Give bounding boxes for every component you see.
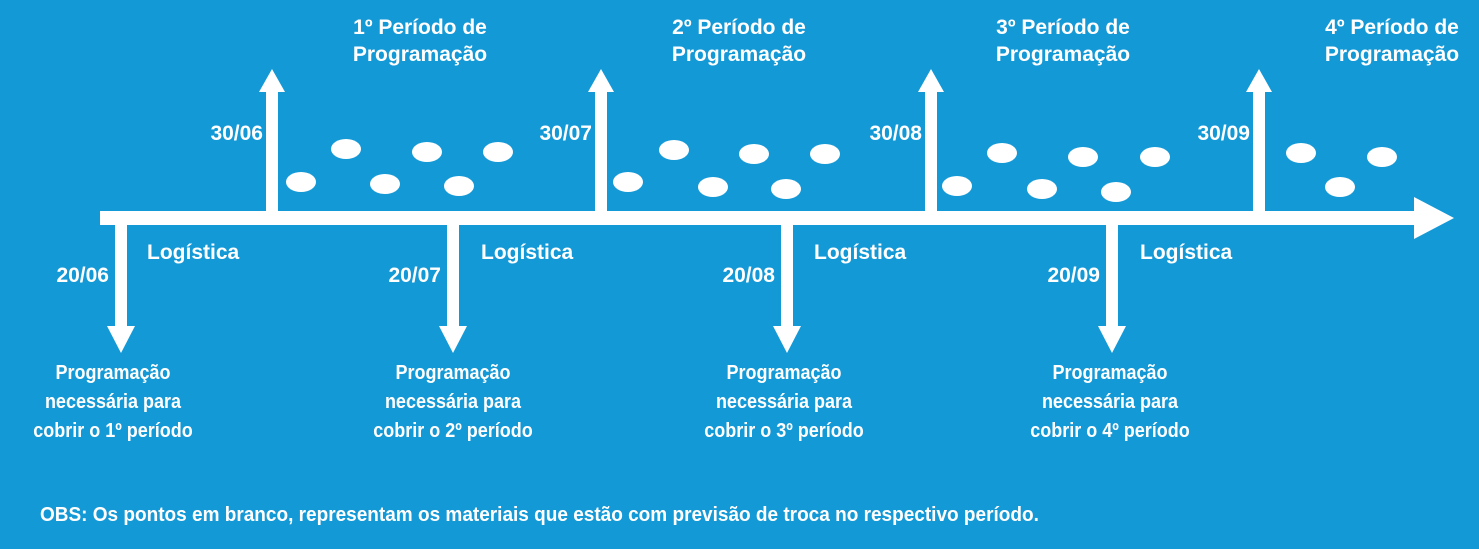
material-dot [412, 142, 442, 162]
period-title-line1: 4º Período de [1325, 16, 1459, 39]
need-label-line2: necessária para [1041, 391, 1179, 413]
period-start-arrow-1 [258, 69, 286, 225]
down-arrowhead-icon [773, 326, 801, 353]
arrow-shaft [447, 225, 459, 327]
period-title-line1: 2º Período de [672, 16, 806, 39]
timeline-arrowhead-icon [1414, 197, 1454, 239]
period-title-2: 2º Período de Programação [629, 14, 849, 68]
need-date-3: 20/08 [722, 264, 775, 287]
period-title-line1: 1º Período de [353, 16, 487, 39]
material-dot [1325, 177, 1355, 197]
need-label-4: Programação necessária para cobrir o 4º … [1002, 359, 1218, 446]
material-dot [483, 142, 513, 162]
need-label-line3: cobrir o 3º período [704, 420, 864, 442]
material-dot [771, 179, 801, 199]
need-label-2: Programação necessária para cobrir o 2º … [345, 359, 561, 446]
period-title-line2: Programação [995, 43, 1131, 66]
arrow-shaft [266, 91, 278, 225]
period-start-date-2: 30/07 [539, 122, 592, 145]
logistics-label-4: Logística [1140, 241, 1233, 264]
period-start-arrow-4 [1245, 69, 1273, 225]
material-dot [659, 140, 689, 160]
material-dot [1068, 147, 1098, 167]
need-label-line1: Programação [395, 362, 511, 384]
need-label-line2: necessária para [715, 391, 853, 413]
need-label-line2: necessária para [44, 391, 182, 413]
period-title-line2: Programação [671, 43, 807, 66]
need-date-1: 20/06 [56, 264, 109, 287]
need-label-3: Programação necessária para cobrir o 3º … [676, 359, 892, 446]
up-arrowhead-icon [918, 69, 944, 92]
period-title-3: 3º Período de Programação [953, 14, 1173, 68]
need-label-line1: Programação [1052, 362, 1168, 384]
logistics-label-2: Logística [481, 241, 574, 264]
material-dot [370, 174, 400, 194]
material-dot [613, 172, 643, 192]
material-dot [1286, 143, 1316, 163]
need-label-line3: cobrir o 4º período [1030, 420, 1190, 442]
material-dot [1367, 147, 1397, 167]
need-label-line3: cobrir o 2º período [373, 420, 533, 442]
up-arrowhead-icon [259, 69, 285, 92]
period-start-date-4: 30/09 [1197, 122, 1250, 145]
need-label-line2: necessária para [384, 391, 522, 413]
arrow-shaft [925, 91, 937, 225]
down-arrowhead-icon [107, 326, 135, 353]
period-title-4: 4º Período de Programação [1282, 14, 1479, 68]
material-dot [810, 144, 840, 164]
material-dot [942, 176, 972, 196]
timeline-axis [100, 211, 1420, 225]
arrow-shaft [115, 225, 127, 327]
period-title-line2: Programação [352, 43, 488, 66]
need-label-1: Programação necessária para cobrir o 1º … [5, 359, 221, 446]
need-arrow-2 [439, 225, 467, 353]
period-title-line2: Programação [1324, 43, 1460, 66]
up-arrowhead-icon [1246, 69, 1272, 92]
arrow-shaft [781, 225, 793, 327]
material-dot [698, 177, 728, 197]
period-start-arrow-2 [587, 69, 615, 225]
period-start-date-3: 30/08 [869, 122, 922, 145]
period-title-line1: 3º Período de [996, 16, 1130, 39]
need-label-line3: cobrir o 1º período [33, 420, 193, 442]
material-dot [286, 172, 316, 192]
need-arrow-3 [773, 225, 801, 353]
material-dot [444, 176, 474, 196]
period-start-date-1: 30/06 [210, 122, 263, 145]
need-label-line1: Programação [55, 362, 171, 384]
down-arrowhead-icon [439, 326, 467, 353]
down-arrowhead-icon [1098, 326, 1126, 353]
material-dot [331, 139, 361, 159]
up-arrowhead-icon [588, 69, 614, 92]
need-date-2: 20/07 [388, 264, 441, 287]
material-dot [1140, 147, 1170, 167]
material-dot [1027, 179, 1057, 199]
period-title-1: 1º Período de Programação [310, 14, 530, 68]
arrow-shaft [1106, 225, 1118, 327]
arrow-shaft [1253, 91, 1265, 225]
period-start-arrow-3 [917, 69, 945, 225]
logistics-label-1: Logística [147, 241, 240, 264]
footer-note: OBS: Os pontos em branco, representam os… [40, 504, 1039, 526]
material-dot [739, 144, 769, 164]
need-arrow-4 [1098, 225, 1126, 353]
logistics-label-3: Logística [814, 241, 907, 264]
need-date-4: 20/09 [1047, 264, 1100, 287]
need-arrow-1 [107, 225, 135, 353]
material-dot [1101, 182, 1131, 202]
arrow-shaft [595, 91, 607, 225]
need-label-line1: Programação [726, 362, 842, 384]
material-dot [987, 143, 1017, 163]
